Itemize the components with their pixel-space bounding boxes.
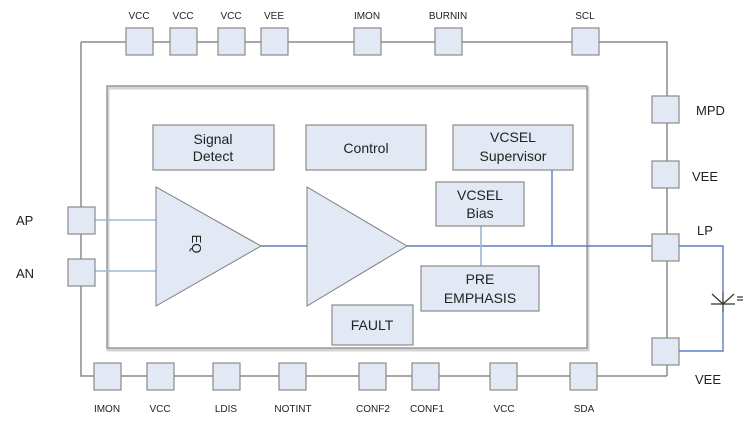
block-label: VCSEL — [490, 129, 536, 145]
vcsel-supervisor-block[interactable]: VCSEL Supervisor — [452, 124, 574, 171]
eq-label: EQ — [189, 235, 204, 254]
pin-label: IMON — [354, 11, 380, 22]
pin-right-mpd[interactable] — [651, 95, 680, 124]
pin-label: VCC — [220, 11, 241, 22]
die-boundary-shadow — [106, 86, 590, 352]
block-label: VCSEL — [457, 187, 503, 203]
pin-top-vee[interactable] — [260, 27, 289, 56]
block-label: Detect — [193, 148, 234, 164]
pin-label: VCC — [128, 11, 149, 22]
pin-label: VCC — [149, 404, 170, 415]
pin-top-vcc-2[interactable] — [169, 27, 198, 56]
pin-label: LP — [697, 223, 713, 238]
pin-label: NOTINT — [274, 404, 311, 415]
block-label: Control — [343, 140, 388, 156]
bottom-pins: IMON VCC LDIS NOTINT CONF2 CONF1 VCC SDA — [93, 362, 598, 415]
block-label: Supervisor — [480, 148, 547, 164]
pin-label: VEE — [695, 372, 721, 387]
pre-emphasis-block[interactable]: PRE EMPHASIS — [420, 265, 540, 312]
vcsel-diode-icon — [711, 292, 743, 312]
block-label: FAULT — [351, 317, 394, 333]
vcsel-bias-block[interactable]: VCSEL Bias — [435, 181, 525, 227]
driver-amplifier[interactable] — [306, 186, 408, 307]
pin-right-vee-2[interactable] — [651, 337, 680, 366]
pin-top-burnin[interactable] — [434, 27, 463, 56]
pin-label: AP — [16, 213, 33, 228]
block-label: Signal — [194, 131, 233, 147]
pin-top-scl[interactable] — [571, 27, 600, 56]
pin-label: VEE — [264, 11, 284, 22]
pin-label: VCC — [172, 11, 193, 22]
lp-to-vcsel-wire — [667, 245, 724, 292]
pin-label: BURNIN — [429, 11, 467, 22]
pin-bottom-imon[interactable] — [93, 362, 122, 391]
pin-label: AN — [16, 266, 34, 281]
pin-label: CONF2 — [356, 404, 390, 415]
fault-block[interactable]: FAULT — [331, 304, 414, 346]
equalizer-amplifier[interactable]: EQ — [155, 186, 263, 307]
pin-right-lp[interactable] — [651, 233, 680, 262]
pin-label: CONF1 — [410, 404, 444, 415]
pin-label: SCL — [575, 11, 595, 22]
pin-bottom-notint[interactable] — [278, 362, 307, 391]
pin-bottom-ldis[interactable] — [212, 362, 241, 391]
signal-detect-block[interactable]: Signal Detect — [152, 124, 275, 171]
pin-label: MPD — [696, 103, 725, 118]
pin-bottom-vcc-2[interactable] — [489, 362, 518, 391]
control-block[interactable]: Control — [305, 124, 427, 171]
pin-bottom-sda[interactable] — [569, 362, 598, 391]
pin-bottom-vcc-1[interactable] — [146, 362, 175, 391]
vcsel-to-vee-wire — [667, 312, 724, 352]
pin-label: VEE — [692, 169, 718, 184]
pin-bottom-conf1[interactable] — [411, 362, 440, 391]
pin-top-imon[interactable] — [353, 27, 382, 56]
pin-label: LDIS — [215, 404, 238, 415]
pin-left-an[interactable] — [67, 258, 96, 287]
pin-label: VCC — [493, 404, 514, 415]
pin-label: IMON — [94, 404, 120, 415]
pin-label: SDA — [574, 404, 595, 415]
top-pins: VCC VCC VCC VEE IMON BURNIN SCL — [125, 11, 600, 56]
pin-bottom-conf2[interactable] — [358, 362, 387, 391]
pin-top-vcc-1[interactable] — [125, 27, 154, 56]
block-label: PRE — [466, 271, 495, 287]
block-label: EMPHASIS — [444, 290, 516, 306]
pin-left-ap[interactable] — [67, 206, 96, 235]
left-pins: AP AN — [16, 206, 96, 287]
pin-right-vee-1[interactable] — [651, 160, 680, 189]
die-boundary — [106, 85, 588, 349]
pin-top-vcc-3[interactable] — [217, 27, 246, 56]
right-pins: MPD VEE LP VEE — [651, 95, 725, 387]
block-label: Bias — [466, 205, 493, 221]
